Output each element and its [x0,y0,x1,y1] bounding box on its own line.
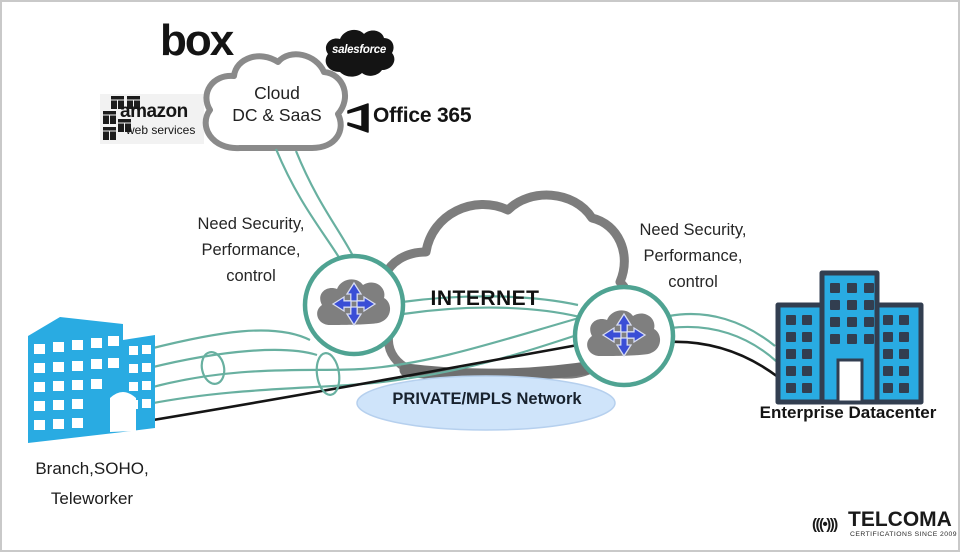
branch-building-icon [28,317,155,443]
aws-logo [100,94,204,144]
need-security-note-right: Need Security, Performance, control [618,217,768,295]
datacenter-site-label: Enterprise Datacenter [759,403,937,422]
need-left-line2: Performance, [201,241,301,259]
internet-label: INTERNET [430,287,540,310]
cloud-dc-line1: Cloud [254,83,300,103]
need-right-line1: Need Security, [639,221,747,239]
link-coil-icon [315,352,341,396]
cloud-dc-saas-label: Cloud DC & SaaS [208,82,346,126]
salesforce-cloud-icon [325,29,395,77]
telcoma-tagline: CERTIFICATIONS SINCE 2009 [850,531,957,538]
aws-logo-wordmark: amazon [120,101,188,122]
cloud-dc-saas-shape [202,51,349,152]
broadcast-waves-icon: (((•))) [812,516,838,533]
office365-icon [347,103,369,133]
need-right-line3: control [668,273,718,291]
branch-label-line1: Branch,SOHO, [35,459,149,478]
aws-logo-subtext: web services [126,123,196,137]
need-right-line2: Performance, [643,247,743,265]
office365-label: Office 365 [373,104,472,127]
wan-links [146,148,779,423]
mpls-network-label: PRIVATE/MPLS Network [392,390,582,408]
telcoma-logo: (((•))) TELCOMA CERTIFICATIONS SINCE 200… [808,507,956,549]
salesforce-logo-label: salesforce [332,44,386,56]
need-security-note-left: Need Security, Performance, control [176,211,326,289]
box-logo: box [160,16,234,65]
telcoma-brand-text: TELCOMA [848,508,952,531]
link-coil-icon [200,351,226,385]
cloud-dc-line2: DC & SaaS [232,105,322,125]
branch-label-line2: Teleworker [50,489,134,508]
branch-site-label: Branch,SOHO, Teleworker [10,454,174,514]
mpls-ellipse [356,375,616,431]
sdwan-edge-node-right [575,287,673,385]
need-left-line1: Need Security, [197,215,305,233]
datacenter-building-icon [775,270,924,405]
need-left-line3: control [226,267,276,285]
